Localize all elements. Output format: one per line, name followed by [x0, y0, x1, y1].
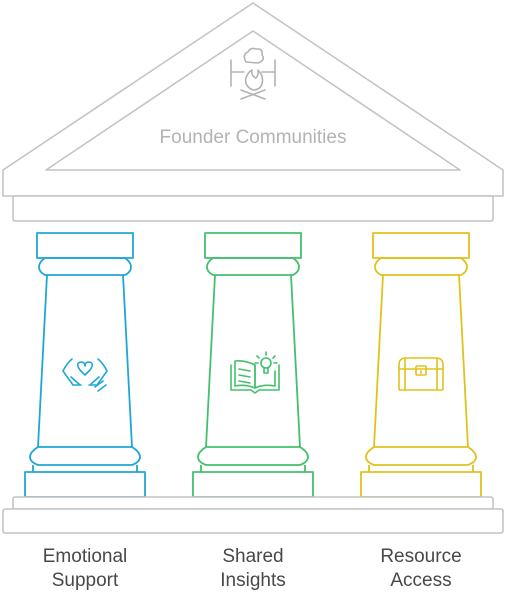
base-bottom-step — [2, 508, 504, 534]
pillars — [24, 232, 482, 498]
heart-hands-icon — [62, 358, 108, 392]
roof-inner — [45, 30, 461, 171]
base — [2, 496, 504, 534]
base-top-step — [12, 496, 494, 510]
pillar-label-line: Emotional — [42, 546, 128, 567]
pillar-label-line: Support — [51, 570, 119, 591]
entablature — [12, 195, 494, 222]
book-lightbulb-icon — [230, 351, 280, 394]
pillar-emotional-support — [24, 232, 146, 498]
roof-title: Founder Communities — [160, 127, 347, 148]
pillar-label-line: Access — [390, 570, 452, 591]
pillar-resource-access — [360, 232, 482, 498]
pillar-label-line: Insights — [220, 570, 286, 591]
pillar-label-line: Shared — [222, 546, 284, 567]
pillar-shared-insights — [192, 232, 314, 498]
roof — [2, 2, 504, 222]
campfire-icon — [230, 47, 276, 100]
treasure-chest-icon — [398, 357, 444, 391]
pillar-label-line: Resource — [380, 546, 462, 567]
